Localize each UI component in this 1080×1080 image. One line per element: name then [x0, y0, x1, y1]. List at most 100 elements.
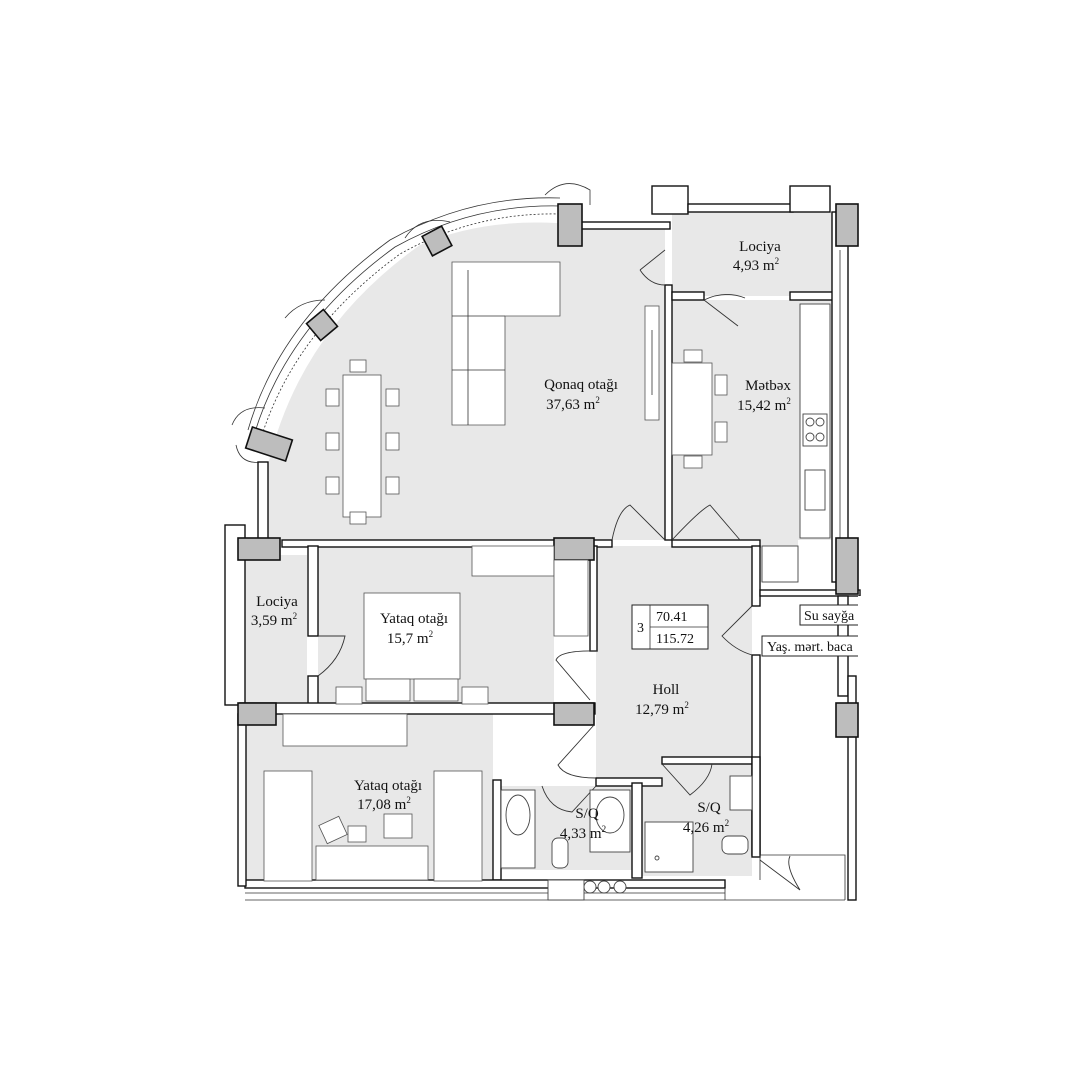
pillow	[365, 678, 411, 702]
loggia-left-name: Lociya	[256, 594, 298, 610]
burner	[805, 417, 815, 427]
columns	[237, 203, 859, 738]
door-swing	[555, 650, 598, 701]
walls	[224, 183, 861, 901]
hall-area: 12,79 m2	[635, 700, 689, 718]
wall-bath-divider	[631, 782, 643, 879]
toilet	[551, 837, 569, 869]
fixture	[613, 880, 627, 894]
fixture	[597, 880, 611, 894]
wall-right-bottom	[847, 675, 857, 901]
apartment-tag: 3 70.41 115.72	[631, 604, 709, 650]
facade-bay-3	[284, 299, 326, 319]
pillow	[413, 678, 459, 702]
fixture	[583, 880, 597, 894]
wall-pier-top-right	[789, 185, 831, 213]
tub-basin	[505, 794, 531, 836]
single-bed	[433, 770, 483, 882]
living-area: 70.41	[656, 610, 688, 625]
wall-bedroom1-hall	[589, 545, 598, 652]
column	[835, 203, 859, 247]
door-swing	[759, 855, 801, 891]
column	[421, 225, 453, 257]
bath-1-name: S/Q	[575, 806, 599, 822]
chair	[325, 476, 340, 495]
stove	[802, 413, 828, 447]
chair	[385, 432, 400, 451]
door-swing	[721, 605, 753, 656]
facade-bay-2	[404, 219, 451, 239]
wall-bottom	[244, 879, 726, 889]
door-swing	[661, 763, 713, 796]
curved-facade-outer	[247, 197, 561, 431]
shower	[644, 821, 694, 873]
chair	[385, 388, 400, 407]
burner	[805, 432, 815, 442]
wall-living-hall	[671, 539, 761, 548]
hall-name: Holl	[653, 682, 680, 698]
bath-2-name: S/Q	[697, 800, 721, 816]
wall-pier-top	[651, 185, 689, 215]
total-area: 115.72	[656, 632, 694, 647]
loggia-left-floor	[245, 555, 307, 703]
shaft-label: Yaş. mərt. baca	[767, 640, 853, 655]
chair	[325, 388, 340, 407]
nightstand	[335, 686, 363, 705]
column	[835, 702, 859, 738]
column	[305, 308, 339, 342]
chair	[714, 421, 728, 443]
single-bed	[263, 770, 313, 882]
chair	[325, 432, 340, 451]
desk	[315, 845, 429, 881]
bedroom-2-name: Yataq otağı	[354, 778, 422, 794]
wall-bedroom2-left	[237, 713, 247, 887]
toilet	[721, 835, 749, 855]
wall-corridor-right	[759, 589, 861, 597]
washbasin	[729, 775, 753, 811]
column	[237, 537, 281, 561]
bedroom-1-area: 15,7 m2	[387, 629, 433, 647]
wall-loggia-bedroom	[307, 545, 319, 637]
loggia-left-area: 3,59 m2	[251, 611, 297, 629]
loggia-top-area: 4,93 m2	[733, 256, 779, 274]
kitchen-table	[671, 362, 713, 456]
fixture	[547, 879, 585, 901]
curved-facade-mid	[254, 205, 561, 433]
facade-bay-4	[231, 407, 266, 426]
doors	[317, 249, 801, 891]
wardrobe	[282, 713, 408, 747]
column	[553, 537, 595, 561]
kitchen-name: Mətbəx	[745, 378, 791, 394]
chair	[347, 825, 367, 843]
wall-loggia-kitchen-left	[671, 291, 705, 301]
chair	[385, 476, 400, 495]
wall-living-bedroom	[281, 539, 613, 548]
chair	[383, 813, 413, 839]
right-mask	[858, 596, 1080, 666]
meter-label: Su sayğa	[804, 609, 855, 624]
wall-hall-right	[751, 545, 761, 607]
wall-loggia-left-outer	[224, 524, 246, 706]
wall-bath1-left	[492, 779, 502, 881]
double-bed	[363, 592, 461, 680]
wall-loggia-bedroom-low	[307, 675, 319, 707]
bedroom-2-area: 17,08 m2	[357, 795, 411, 813]
wardrobe	[553, 559, 589, 637]
column	[835, 537, 859, 595]
column	[553, 702, 595, 726]
kitchen-area: 15,42 m2	[737, 396, 791, 414]
chair	[683, 455, 703, 469]
burner	[815, 417, 825, 427]
wall-loggia-kitchen-right	[789, 291, 836, 301]
column	[237, 702, 277, 726]
wall-bath2-right	[751, 756, 761, 858]
wardrobe	[471, 545, 555, 577]
hall-floor	[596, 546, 752, 783]
wall-bath2-top	[661, 756, 753, 765]
door-swing	[317, 635, 346, 677]
wall-hall-bath	[595, 777, 663, 787]
chair	[318, 815, 348, 845]
wall-bedrooms	[239, 702, 596, 715]
room-count: 3	[637, 621, 644, 636]
living-room-name: Qonaq otağı	[544, 377, 618, 393]
